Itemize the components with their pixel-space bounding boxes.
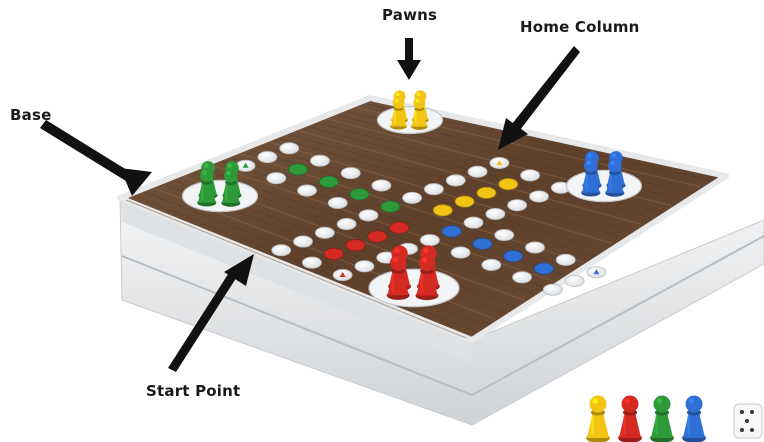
track-cell <box>328 197 347 208</box>
home-column-cell <box>473 238 492 249</box>
track-cell <box>267 173 286 184</box>
track-cell <box>355 261 374 272</box>
home-column-label: Home Column <box>520 18 640 36</box>
track-cell <box>464 217 483 228</box>
track-cell <box>337 218 356 229</box>
base-label: Base <box>10 106 51 124</box>
pawn-tray <box>586 396 762 442</box>
dice-icon <box>734 404 762 438</box>
track-cell <box>424 184 443 195</box>
track-cell <box>372 180 391 191</box>
home-column-cell <box>504 251 523 262</box>
home-column-cell <box>289 164 308 175</box>
yellow-base <box>378 90 443 133</box>
track-cell <box>420 235 439 246</box>
pawn-icon <box>586 396 610 442</box>
start-point-label: Start Point <box>146 382 240 400</box>
pawn-icon <box>618 396 642 442</box>
home-column-cell <box>442 226 461 237</box>
pawn-icon <box>650 396 674 442</box>
home-column-cell <box>324 248 343 259</box>
track-cell <box>525 242 544 253</box>
track-cell <box>513 272 532 283</box>
pawn-icon <box>682 396 706 442</box>
track-cell <box>359 210 378 221</box>
track-cell <box>565 275 584 286</box>
track-cell <box>529 191 548 202</box>
track-cell <box>446 175 465 186</box>
home-column-cell <box>350 189 369 200</box>
home-column-cell <box>477 187 496 198</box>
track-cell <box>294 236 313 247</box>
home-column-cell <box>390 222 409 233</box>
track-cell <box>310 155 329 166</box>
home-column-cell <box>346 240 365 251</box>
home-column-cell <box>368 231 387 242</box>
home-column-cell <box>319 176 338 187</box>
track-cell <box>341 167 360 178</box>
track-cell <box>272 245 291 256</box>
home-column-cell <box>381 201 400 212</box>
track-cell <box>298 185 317 196</box>
pawns-arrow <box>397 38 421 80</box>
track-cell <box>258 151 277 162</box>
track-cell <box>302 257 321 268</box>
track-cell <box>556 254 575 265</box>
home-column-cell <box>534 263 553 274</box>
track-cell <box>486 208 505 219</box>
game-board <box>120 98 764 425</box>
track-cell <box>495 229 514 240</box>
track-cell <box>403 192 422 203</box>
track-cell <box>508 200 527 211</box>
base-arrow <box>40 120 152 196</box>
track-cell <box>482 259 501 270</box>
track-cell <box>543 284 562 295</box>
track-cell <box>521 170 540 181</box>
track-cell <box>315 227 334 238</box>
home-column-cell <box>499 178 518 189</box>
home-column-cell <box>433 205 452 216</box>
pawns-label: Pawns <box>382 6 437 24</box>
track-cell <box>468 166 487 177</box>
track-cell <box>280 143 299 154</box>
home-column-cell <box>455 196 474 207</box>
track-cell <box>451 247 470 258</box>
